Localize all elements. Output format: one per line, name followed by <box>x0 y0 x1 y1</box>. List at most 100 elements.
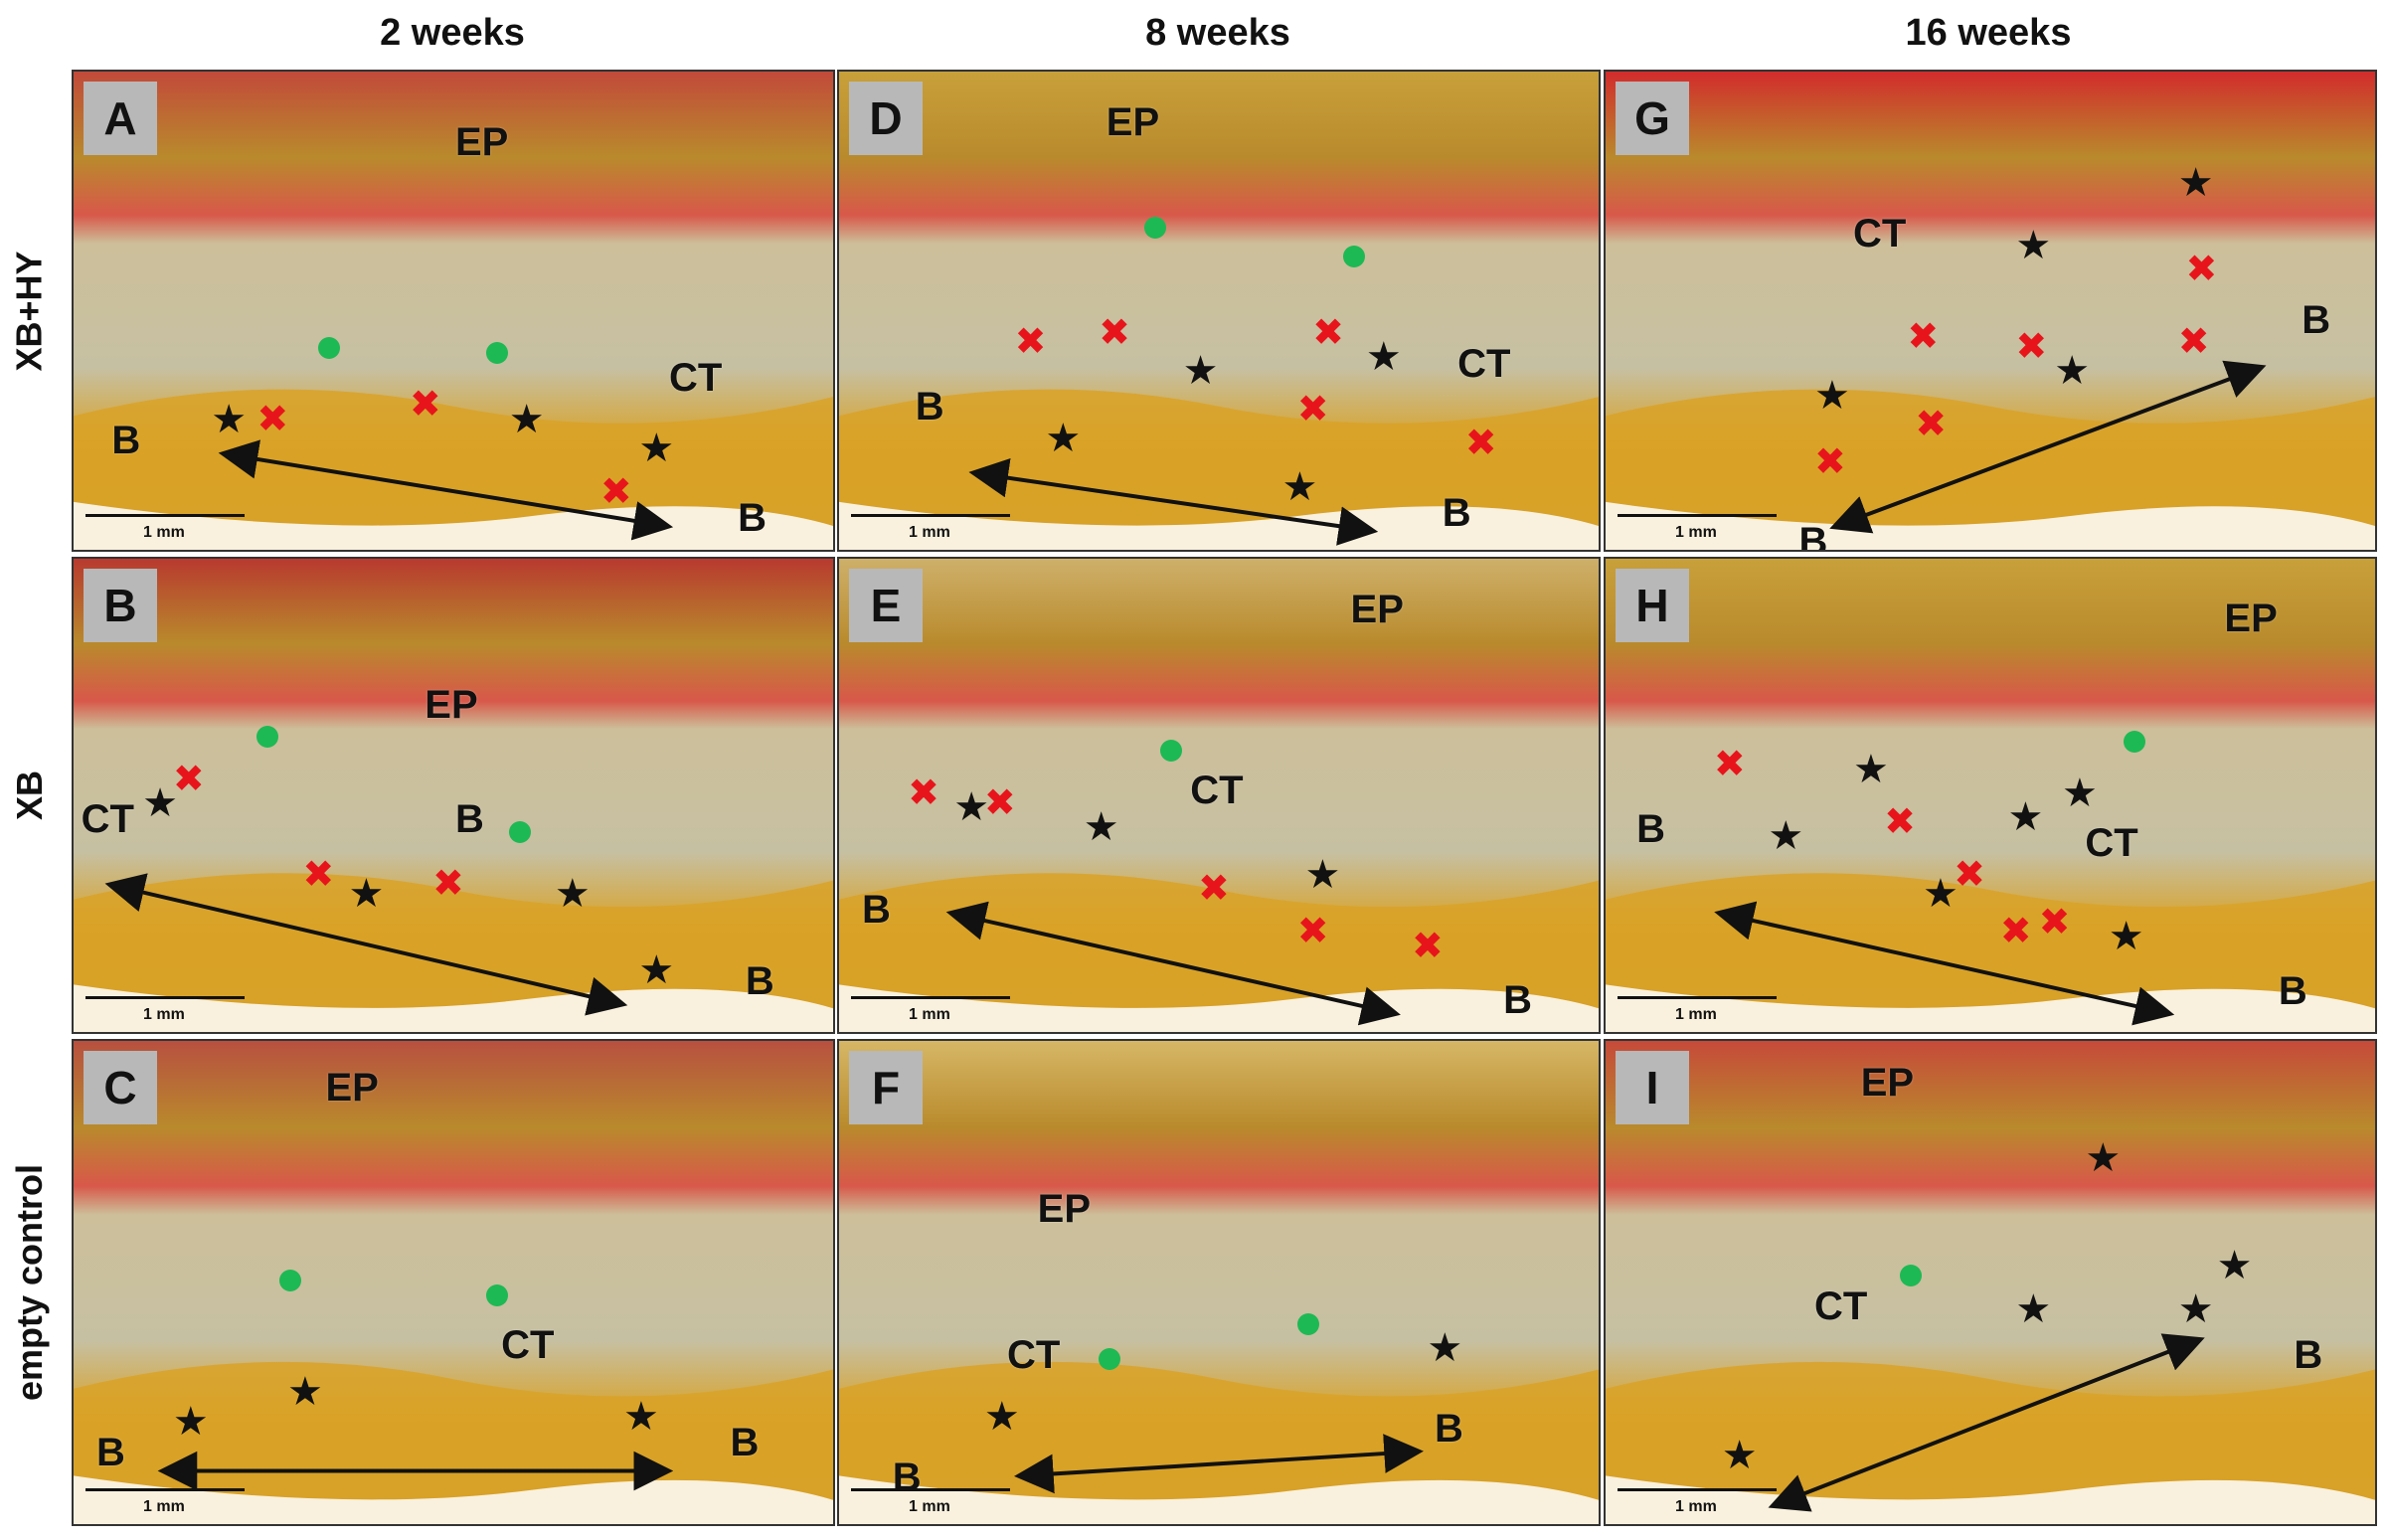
defect-width-arrow-icon <box>104 873 628 1016</box>
scale-bar <box>1618 996 1777 999</box>
panel-letter: A <box>84 82 157 155</box>
star-marker-icon: ★ <box>2216 1243 2253 1287</box>
star-marker-icon: ★ <box>2085 1136 2122 1180</box>
cross-marker-icon: ✖ <box>2015 326 2048 369</box>
star-marker-icon: ★ <box>1365 334 1402 379</box>
star-marker-icon: ★ <box>1768 814 1804 859</box>
star-marker-icon: ★ <box>1304 852 1341 897</box>
star-marker-icon: ★ <box>211 397 248 441</box>
region-label: B <box>1503 978 1533 1023</box>
region-label: B <box>1442 490 1471 535</box>
star-marker-icon: ★ <box>2007 795 2044 839</box>
star-marker-icon: ★ <box>287 1370 323 1415</box>
green-dot-marker-icon <box>508 821 531 843</box>
panel-letter: G <box>1616 82 1689 155</box>
cross-marker-icon: ✖ <box>1954 853 1985 896</box>
star-marker-icon: ★ <box>953 785 990 830</box>
region-label: CT <box>669 356 723 401</box>
region-label: B <box>111 419 141 463</box>
star-marker-icon: ★ <box>142 780 178 825</box>
green-dot-marker-icon <box>317 336 340 359</box>
scale-bar <box>85 514 245 517</box>
scale-bar <box>851 996 1010 999</box>
region-label: EP <box>1037 1187 1092 1231</box>
row-header-empty-control: empty control <box>9 1163 50 1402</box>
green-dot-marker-icon <box>1099 1347 1121 1370</box>
region-label: EP <box>455 119 509 164</box>
star-marker-icon: ★ <box>983 1394 1020 1439</box>
scale-bar-label: 1 mm <box>143 524 185 541</box>
panel-letter: I <box>1616 1051 1689 1124</box>
region-label: EP <box>1106 100 1160 145</box>
region-label: B <box>1636 806 1665 851</box>
scale-bar-label: 1 mm <box>143 1006 185 1023</box>
star-marker-icon: ★ <box>2062 771 2098 815</box>
star-marker-icon: ★ <box>638 947 675 992</box>
star-marker-icon: ★ <box>1083 804 1119 849</box>
cross-marker-icon: ✖ <box>172 758 205 800</box>
star-marker-icon: ★ <box>2177 161 2214 206</box>
region-label: B <box>96 1431 125 1474</box>
star-marker-icon: ★ <box>1427 1326 1463 1371</box>
star-marker-icon: ★ <box>2015 1286 2052 1331</box>
region-label: B <box>2278 968 2307 1013</box>
cross-marker-icon: ✖ <box>1312 311 1344 354</box>
star-marker-icon: ★ <box>1721 1433 1758 1477</box>
defect-width-arrow-icon <box>945 901 1401 1026</box>
region-label: B <box>915 385 944 429</box>
cross-marker-icon: ✖ <box>2185 249 2218 291</box>
scale-bar <box>85 996 245 999</box>
defect-width-arrow-icon <box>1014 1434 1424 1494</box>
star-marker-icon: ★ <box>2015 224 2052 268</box>
cross-marker-icon: ✖ <box>1713 744 1746 786</box>
scale-bar <box>851 514 1010 517</box>
green-dot-marker-icon <box>485 341 508 364</box>
region-label: B <box>745 959 774 1004</box>
region-label: EP <box>2224 597 2278 641</box>
region-label: EP <box>325 1065 379 1110</box>
panel-letter: H <box>1616 569 1689 642</box>
region-label: B <box>1798 520 1828 552</box>
star-marker-icon: ★ <box>172 1399 209 1444</box>
cross-marker-icon: ✖ <box>1884 800 1916 843</box>
panel-letter: F <box>849 1051 923 1124</box>
region-label: CT <box>1190 769 1244 813</box>
defect-width-arrow-icon <box>157 1451 674 1491</box>
green-dot-marker-icon <box>256 726 279 748</box>
region-label: CT <box>501 1323 555 1368</box>
green-dot-marker-icon <box>279 1270 302 1292</box>
scale-bar-label: 1 mm <box>909 1498 950 1515</box>
scale-bar-label: 1 mm <box>1675 1498 1717 1515</box>
defect-width-arrow-icon <box>218 439 674 541</box>
scale-bar <box>1618 1488 1777 1491</box>
region-label: EP <box>1860 1060 1915 1105</box>
cross-marker-icon: ✖ <box>256 398 289 440</box>
region-label: B <box>2301 297 2331 342</box>
defect-width-arrow-icon <box>1768 1333 2205 1512</box>
scale-bar <box>1618 514 1777 517</box>
region-label: B <box>862 888 891 933</box>
green-dot-marker-icon <box>485 1284 508 1306</box>
star-marker-icon: ★ <box>622 1394 659 1439</box>
defect-width-arrow-icon <box>968 457 1379 546</box>
column-header-8-weeks: 8 weeks <box>1145 12 1290 54</box>
green-dot-marker-icon <box>1144 216 1167 239</box>
cross-marker-icon: ✖ <box>1412 925 1444 967</box>
defect-width-arrow-icon <box>1714 901 2175 1026</box>
region-label: B <box>1435 1406 1463 1451</box>
green-dot-marker-icon <box>1159 740 1182 763</box>
cross-marker-icon: ✖ <box>1014 321 1047 364</box>
row-header-xb-hy: XB+HY <box>9 250 51 372</box>
column-header-16-weeks: 16 weeks <box>1905 12 2072 54</box>
region-label: B <box>2294 1333 2323 1377</box>
cross-marker-icon: ✖ <box>2177 321 2210 364</box>
scale-bar-label: 1 mm <box>1675 524 1717 541</box>
